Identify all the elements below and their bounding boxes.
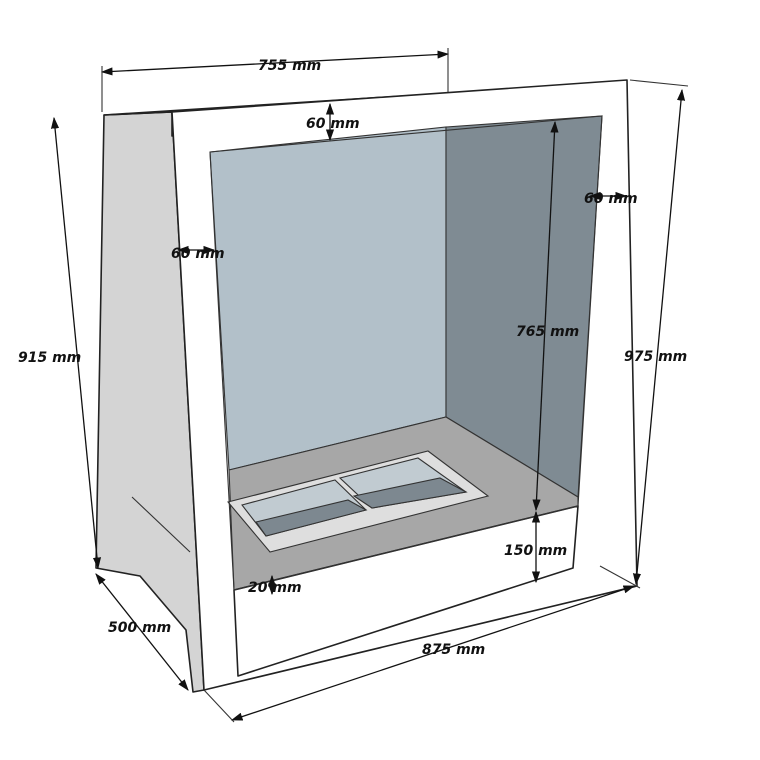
ext-line-right-height-top [629,79,689,87]
label-front-width: 875 mm [422,642,485,658]
label-inner-height: 765 mm [516,324,579,340]
back-wall [209,126,447,471]
label-gap: 20 mm [248,580,302,596]
label-left-border: 60 mm [171,246,225,262]
label-left-height: 915 mm [18,350,81,366]
opening-outline [209,115,603,591]
dim-line-inner-height [532,120,559,512]
dim-line-front-width [230,585,636,721]
ext-line-right-height-bottom [599,565,641,589]
burner-dark-left [255,499,368,537]
label-depth: 500 mm [108,620,171,636]
dim-line-depth [95,573,189,691]
ext-line-front-width-left [203,689,235,723]
dim-line-left-height [50,116,102,570]
burner-dark-right [352,477,468,509]
label-top-border: 60 mm [306,116,360,132]
label-right-border: 60 mm [584,191,638,207]
side-panel-seam [131,496,191,553]
label-right-height: 975 mm [624,349,687,365]
label-width-top: 755 mm [258,58,321,74]
dim-line-width-top [100,50,450,76]
label-base-height: 150 mm [504,543,567,559]
dim-line-right-height [632,88,686,586]
